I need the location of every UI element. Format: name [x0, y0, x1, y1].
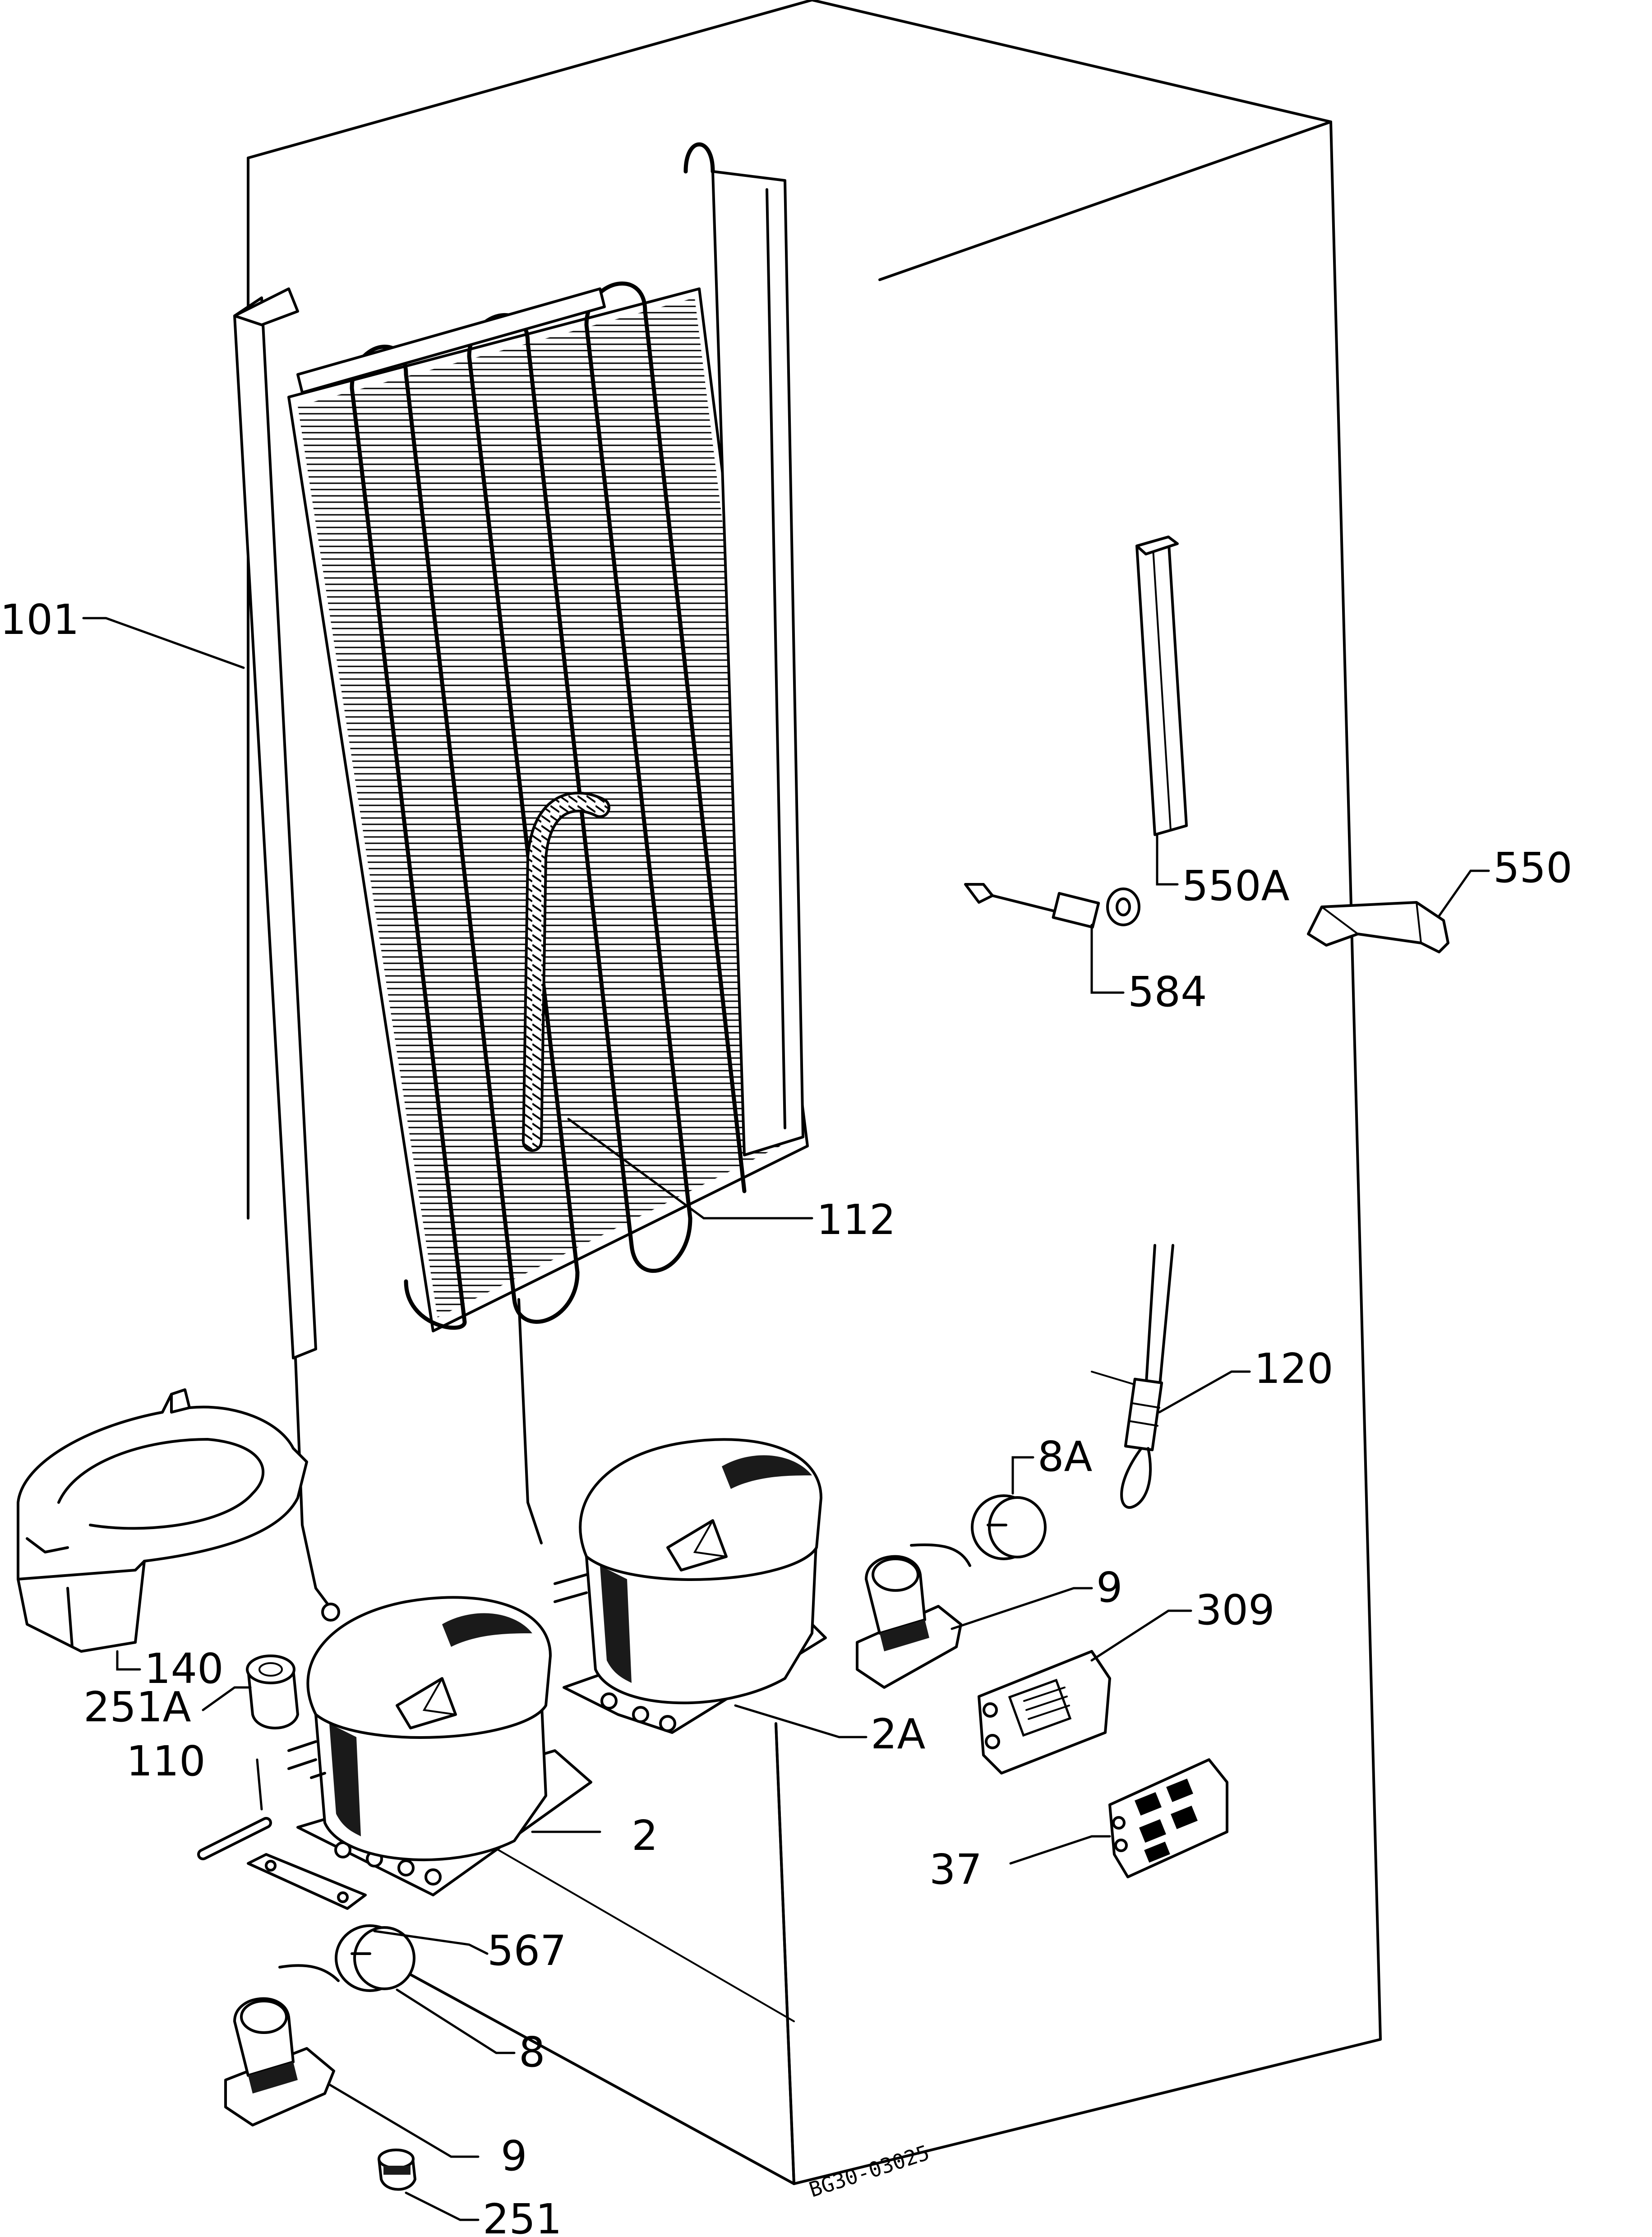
label-140: 140	[144, 1645, 224, 1693]
clip-9-bottom	[224, 1997, 335, 2126]
label-251a: 251A	[83, 1683, 191, 1731]
clip-9-top	[856, 1555, 962, 1689]
label-8: 8	[519, 2028, 545, 2076]
pin-110	[197, 1817, 272, 1860]
label-101: 101	[0, 596, 79, 644]
bracket-550	[1307, 901, 1449, 953]
part-labels: 101 550A 550 584 112 120 8A 9 309 140 25…	[0, 596, 1573, 2237]
label-567: 567	[487, 1927, 567, 1975]
label-550a: 550A	[1182, 862, 1290, 910]
label-120: 120	[1254, 1345, 1334, 1393]
label-37: 37	[929, 1845, 982, 1894]
label-9-bottom: 9	[501, 2132, 527, 2180]
compressor-2	[287, 1596, 592, 1896]
sensor-120	[1091, 1244, 1174, 1509]
label-2a: 2A	[871, 1710, 926, 1758]
label-309: 309	[1195, 1586, 1275, 1634]
coiled-tube-112	[522, 791, 610, 1152]
label-550: 550	[1493, 844, 1573, 892]
drip-tray-140	[17, 1388, 308, 1653]
compressor-2a	[554, 1438, 827, 1734]
grommet-251a	[246, 1655, 299, 1729]
heater-584	[964, 883, 1140, 929]
relay-8	[278, 1924, 415, 1992]
leader-lines	[82, 617, 1490, 2221]
label-8a: 8A	[1038, 1433, 1093, 1481]
strip-550a	[1135, 536, 1188, 836]
label-112: 112	[817, 1196, 896, 1244]
label-9-top: 9	[1096, 1563, 1123, 1612]
grommet-251	[378, 2149, 416, 2191]
label-2: 2	[632, 1812, 658, 1860]
drawing-number-stamp: BG30-03025	[806, 2140, 932, 2202]
relay-8a	[910, 1494, 1047, 1567]
control-panel-37	[1108, 1758, 1228, 1878]
label-251: 251	[483, 2195, 562, 2237]
condenser-101	[233, 142, 809, 1622]
circuit-board-309	[978, 1650, 1111, 1775]
label-584: 584	[1128, 968, 1207, 1016]
plate-567	[247, 1853, 367, 1910]
label-110: 110	[126, 1737, 206, 1785]
